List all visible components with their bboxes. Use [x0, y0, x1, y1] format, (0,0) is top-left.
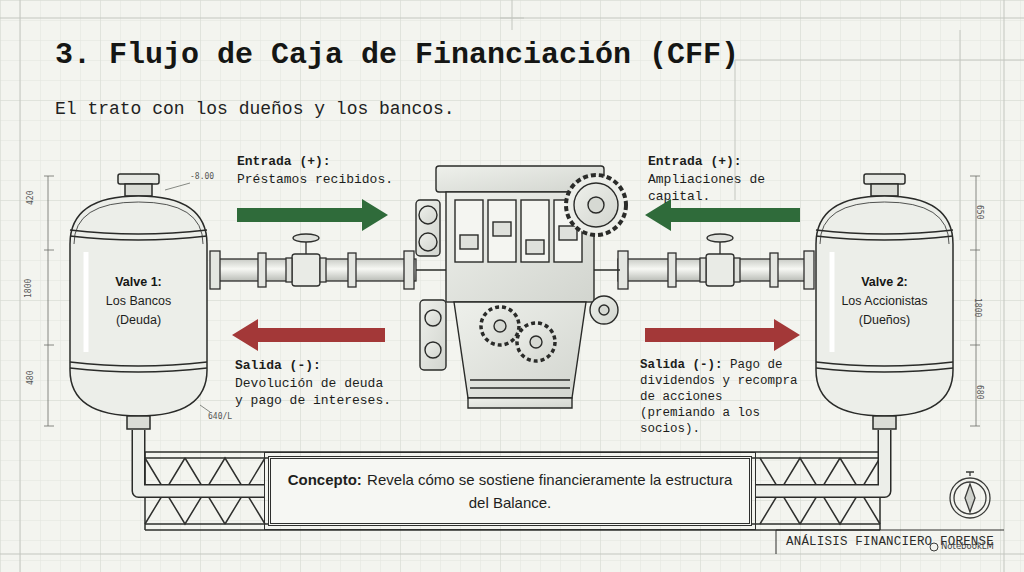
flow-description: Devolución de deuda y pago de intereses. [235, 375, 395, 409]
page-title: 3. Flujo de Caja de Financiación (CFF) [55, 38, 739, 72]
dimension-text: -8.00 [190, 172, 214, 181]
tank-vessel: Valve 1:Los Bancos (Deuda) [62, 172, 215, 430]
flow-heading: Salida (-): [235, 357, 321, 374]
node-text-area: Valve 1:Los Bancos (Deuda) [62, 172, 215, 430]
flow-heading: Salida (-): [640, 358, 723, 372]
subtitle: El trato con los dueños y los bancos. [55, 99, 455, 119]
watermark: NotebookLM [941, 541, 994, 551]
flow-description: Ampliaciones de capital. [648, 171, 788, 205]
pipe-fill [139, 430, 265, 491]
pipe-outline [139, 430, 265, 491]
flow-heading: Entrada (+): [237, 153, 331, 170]
flow-description: Préstamos recibidos. [237, 171, 397, 188]
tank-label: Los Bancos (Deuda) [93, 292, 185, 330]
pipe-connector [139, 430, 265, 491]
dimension-text: 480 [26, 371, 35, 385]
flow-text-group: Salida (-):Pago de dividendos y recompra… [640, 357, 802, 437]
tank-heading: Valve 1: [115, 273, 162, 292]
concept-band: Concepto: Revela cómo se sostiene financi… [268, 456, 752, 526]
tank-vessel: Valve 2:Los Accionistas (Dueños) [808, 172, 961, 430]
pipe-outline [756, 430, 885, 491]
dimension-text: 680 [975, 385, 984, 399]
dimension-text: 420 [26, 191, 35, 205]
dimension-text: 1800 [973, 298, 982, 317]
tank-heading: Valve 2: [861, 273, 908, 292]
pipe-connector [756, 430, 885, 491]
tank-label: Los Accionistas (Dueños) [826, 292, 944, 330]
concept-text: Revela cómo se sostiene financieramente … [367, 471, 732, 511]
pipe-fill [756, 430, 885, 491]
node-text-area: Concepto: Revela cómo se sostiene financi… [271, 468, 749, 514]
flow-heading: Entrada (+): [648, 153, 742, 170]
dimension-text: 1800 [24, 279, 33, 298]
dimension-text: 640/L [208, 412, 232, 421]
dimension-text: 650 [975, 205, 984, 219]
node-text-area: Valve 2:Los Accionistas (Dueños) [808, 172, 961, 430]
concept-heading: Concepto: [288, 471, 362, 488]
